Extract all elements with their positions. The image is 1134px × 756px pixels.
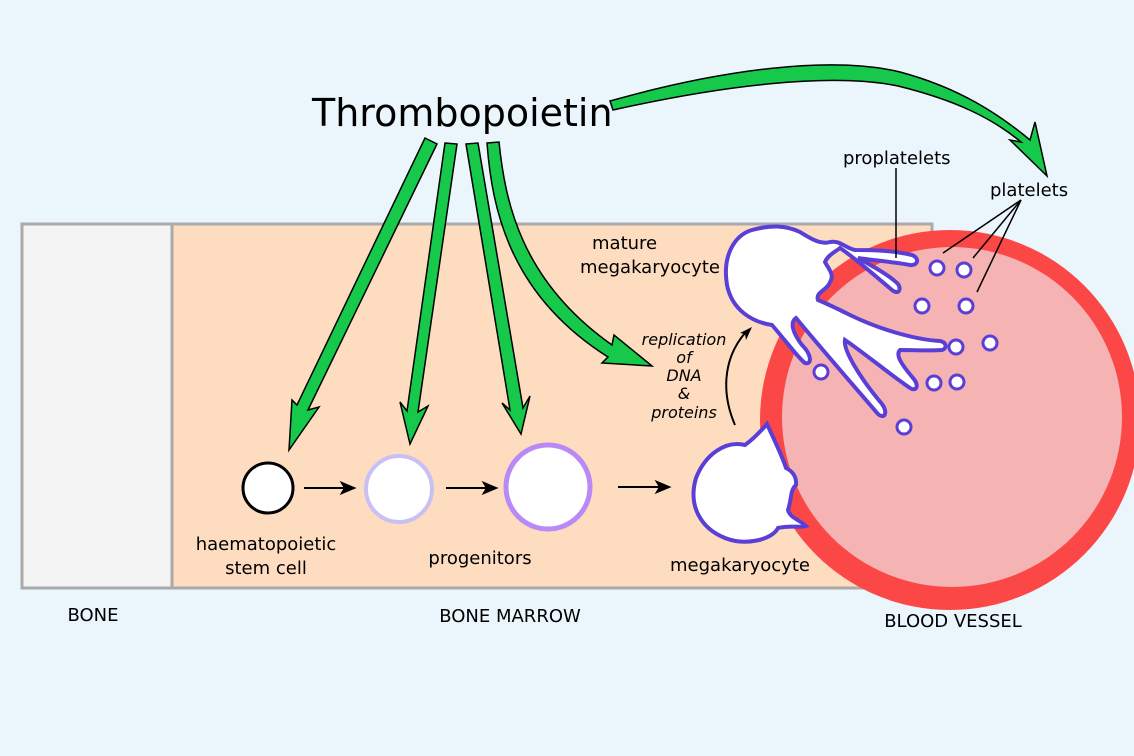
- mature-megakaryocyte: [723, 224, 948, 419]
- platelet: [925, 374, 943, 392]
- platelet: [957, 297, 975, 315]
- label-mature-line2: megakaryocyte: [580, 257, 720, 278]
- label-platelets: platelets: [990, 180, 1068, 201]
- platelets-group: [812, 259, 999, 436]
- label-stem-cell-line2: stem cell: [225, 558, 307, 579]
- replication-line-1: replication: [642, 330, 727, 349]
- label-progenitors: progenitors: [428, 548, 531, 569]
- platelet: [948, 373, 966, 391]
- blood-vessel-lumen: [782, 247, 1122, 587]
- replication-line-5: proteins: [650, 403, 717, 422]
- platelet: [913, 297, 931, 315]
- progenitor-cell-2: [503, 442, 593, 532]
- bone-region: [20, 222, 174, 590]
- replication-label: replication of DNA & proteins: [642, 330, 727, 422]
- label-bone-marrow: BONE MARROW: [439, 606, 581, 627]
- tpo-arrow-to-platelets: [609, 64, 1049, 179]
- replication-line-3: DNA: [666, 366, 701, 385]
- label-blood-vessel: BLOOD VESSEL: [884, 611, 1022, 632]
- replication-arrow: [725, 332, 746, 426]
- tpo-arrow-to-stem-cell: [288, 136, 438, 453]
- tpo-arrow-to-progenitor-1: [399, 142, 458, 447]
- platelet: [947, 338, 965, 356]
- thrombopoietin-title: Thrombopoietin: [311, 91, 613, 135]
- label-megakaryocyte: megakaryocyte: [670, 555, 810, 576]
- stem-cell: [241, 461, 295, 515]
- platelet: [895, 418, 913, 436]
- leader-lines: [895, 168, 1022, 293]
- replication-line-2: of: [676, 348, 694, 367]
- replication-arrow-head: [740, 327, 752, 340]
- label-bone: BONE: [67, 605, 118, 626]
- label-stem-cell-line1: haematopoietic: [196, 534, 337, 555]
- label-proplatelets: proplatelets: [843, 148, 951, 169]
- differentiation-arrows: [304, 479, 672, 496]
- platelet: [981, 334, 999, 352]
- progenitor-cell-1: [364, 454, 434, 524]
- platelet: [928, 259, 946, 277]
- platelet: [812, 363, 830, 381]
- label-mature-line1: mature: [592, 233, 657, 254]
- thrombopoietin-arrows: [288, 64, 1049, 453]
- tpo-arrow-to-progenitor-2: [465, 142, 531, 436]
- megakaryocyte: [691, 420, 810, 544]
- platelet: [955, 261, 973, 279]
- replication-line-4: &: [678, 384, 690, 403]
- tpo-arrow-to-megakaryocyte: [486, 141, 655, 367]
